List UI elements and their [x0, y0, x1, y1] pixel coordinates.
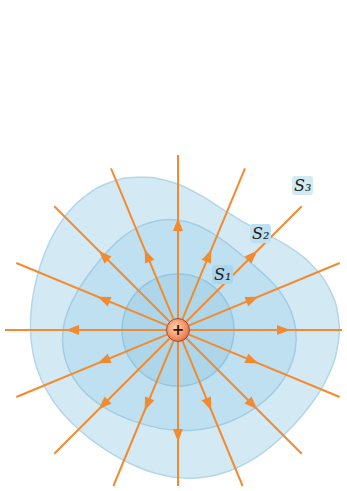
field-line [189, 335, 340, 397]
field-arrowhead [173, 429, 183, 442]
field-line [54, 338, 169, 453]
surface-label: S₃ [292, 176, 313, 195]
field-line [186, 338, 301, 453]
field-line [183, 341, 243, 486]
field-arrowhead [244, 297, 258, 307]
field-arrowhead [145, 396, 155, 410]
surface-label: S₁ [212, 265, 233, 284]
surface-s3 [30, 177, 339, 478]
field-arrowhead [202, 396, 212, 410]
field-line [177, 342, 179, 486]
field-line [5, 329, 166, 331]
field-arrowhead [145, 250, 155, 264]
field-line [186, 206, 301, 321]
field-arrowhead [98, 297, 112, 307]
surface-s2 [63, 220, 296, 431]
field-line [177, 155, 179, 318]
field-line [16, 335, 167, 397]
charge-sign: + [172, 323, 185, 338]
field-arrowhead [99, 251, 112, 264]
point-charge: + [166, 318, 190, 342]
field-arrowhead [202, 250, 212, 264]
field-arrowhead [98, 354, 112, 364]
field-arrowhead [244, 396, 257, 409]
field-arrowhead [173, 218, 183, 231]
field-line [54, 206, 169, 321]
field-line [113, 341, 173, 486]
field-line [16, 263, 167, 325]
field-arrowhead [244, 251, 257, 264]
field-arrowhead [66, 325, 79, 335]
field-line [190, 329, 342, 331]
field-line [183, 168, 245, 319]
field-arrowhead [99, 396, 112, 409]
field-arrowhead [277, 325, 290, 335]
field-line [189, 263, 340, 325]
field-arrowhead [244, 354, 258, 364]
field-line [111, 168, 173, 319]
surface-label: S₂ [250, 224, 271, 243]
